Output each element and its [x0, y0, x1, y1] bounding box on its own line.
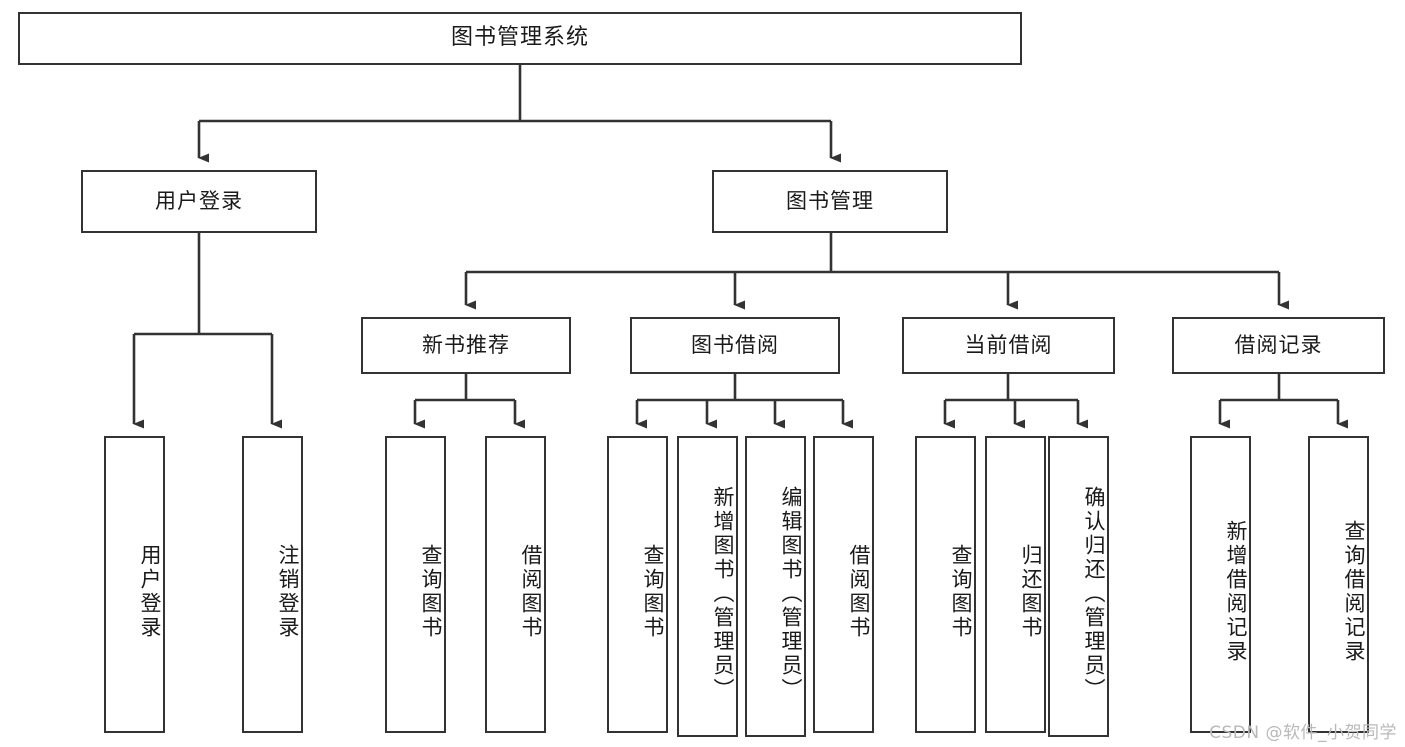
node-leaf-query-book-2[interactable]: 查询图书 [607, 436, 668, 733]
node-book-manage[interactable]: 图书管理 [712, 170, 948, 233]
node-root[interactable]: 图书管理系统 [18, 12, 1022, 65]
node-leaf-query-book-3[interactable]: 查询图书 [915, 436, 976, 733]
node-leaf-borrow-book-1[interactable]: 借阅图书 [485, 436, 546, 733]
node-leaf-confirm-return[interactable]: 确认归还（管理员） [1048, 436, 1109, 737]
node-leaf-query-book-1[interactable]: 查询图书 [385, 436, 446, 733]
node-leaf-borrow-book-2[interactable]: 借阅图书 [813, 436, 874, 733]
node-leaf-query-record[interactable]: 查询借阅记录 [1308, 436, 1369, 733]
node-leaf-edit-book[interactable]: 编辑图书（管理员） [745, 436, 806, 737]
node-borrow-record[interactable]: 借阅记录 [1172, 317, 1385, 374]
node-book-borrow[interactable]: 图书借阅 [630, 317, 840, 374]
node-leaf-user-login[interactable]: 用户登录 [104, 436, 165, 733]
node-user-login[interactable]: 用户登录 [81, 170, 317, 233]
watermark-text: CSDN @软件_小贺同学 [1209, 723, 1397, 743]
node-leaf-add-book[interactable]: 新增图书（管理员） [677, 436, 738, 737]
node-leaf-add-record[interactable]: 新增借阅记录 [1190, 436, 1251, 733]
node-leaf-return-book[interactable]: 归还图书 [985, 436, 1046, 733]
node-leaf-logout[interactable]: 注销登录 [242, 436, 303, 733]
node-current-borrow[interactable]: 当前借阅 [902, 317, 1115, 374]
node-new-book-recommend[interactable]: 新书推荐 [361, 317, 571, 374]
